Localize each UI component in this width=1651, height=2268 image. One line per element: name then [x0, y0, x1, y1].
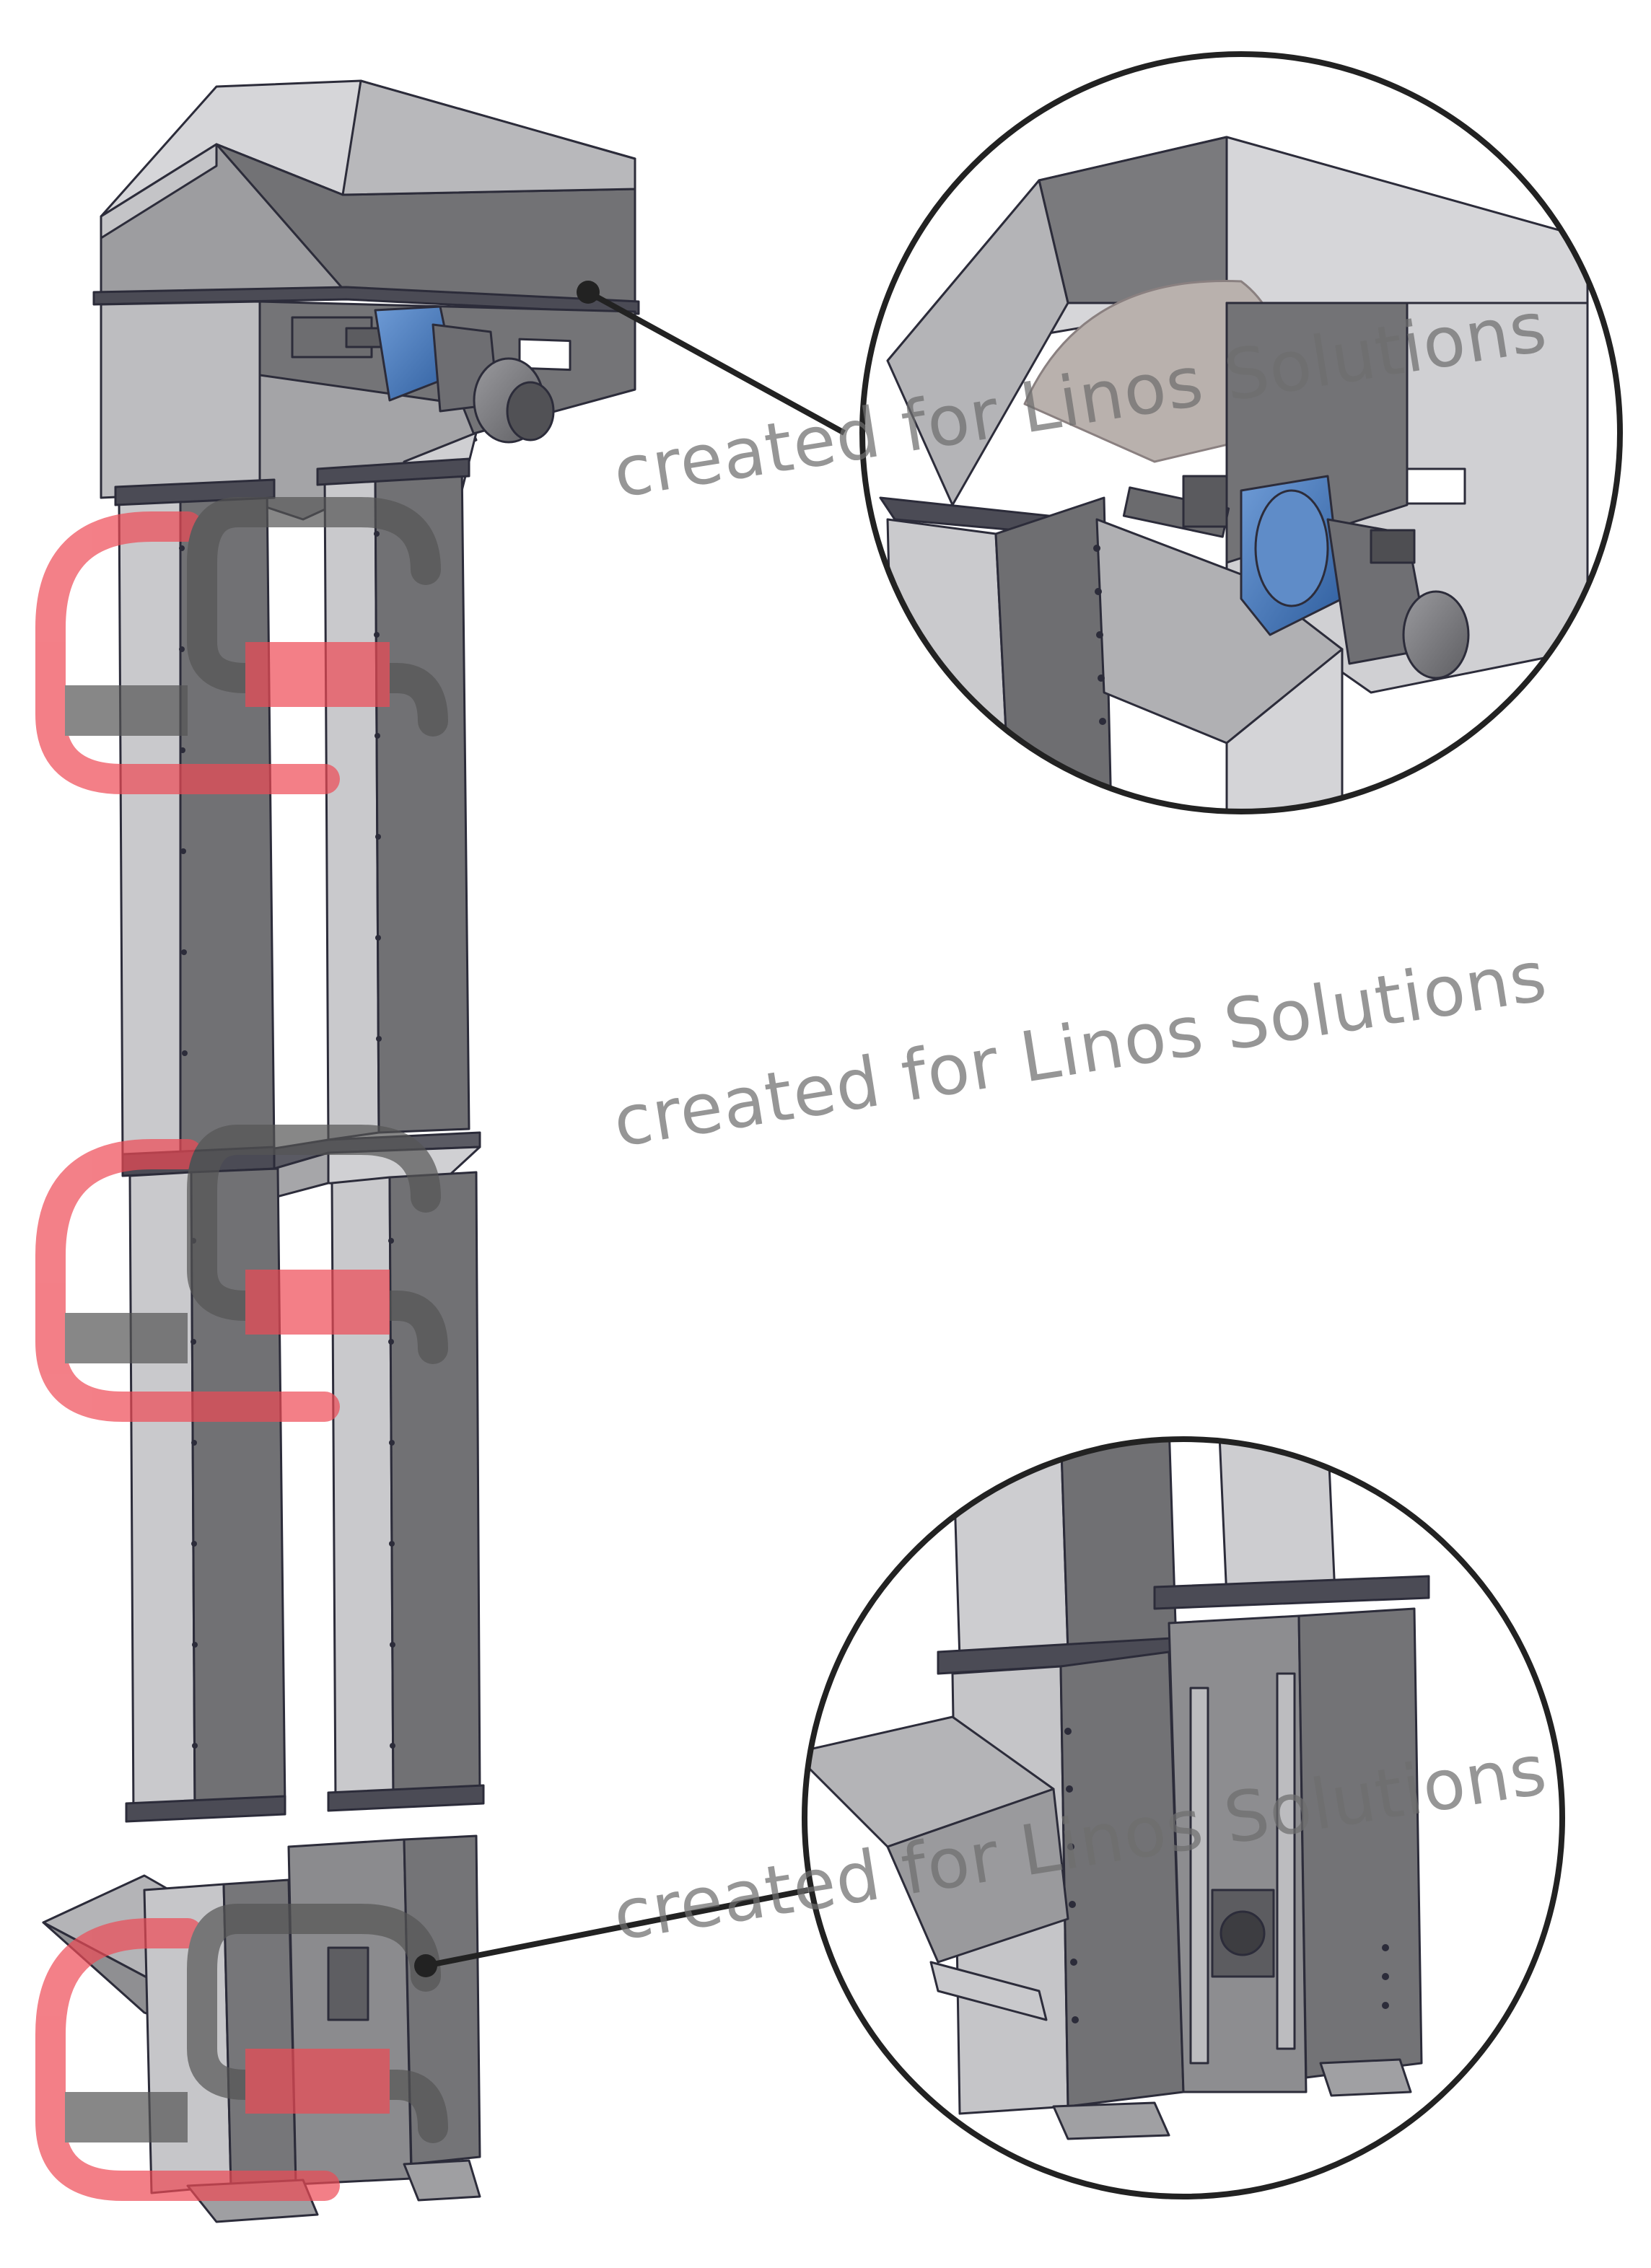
- boot-section-detail: [802, 1436, 1565, 2199]
- head-drive-detail: [859, 51, 1623, 814]
- head-housing: [92, 79, 640, 521]
- boot-section: [42, 1834, 481, 2223]
- callout-lines: [414, 281, 846, 1977]
- casing-bolts: [179, 531, 395, 1749]
- ls-logo-watermark: [35, 497, 448, 2201]
- casing-lower: [125, 1167, 485, 1823]
- head-drive-motor: [291, 305, 555, 444]
- main-elevator: [42, 79, 640, 2223]
